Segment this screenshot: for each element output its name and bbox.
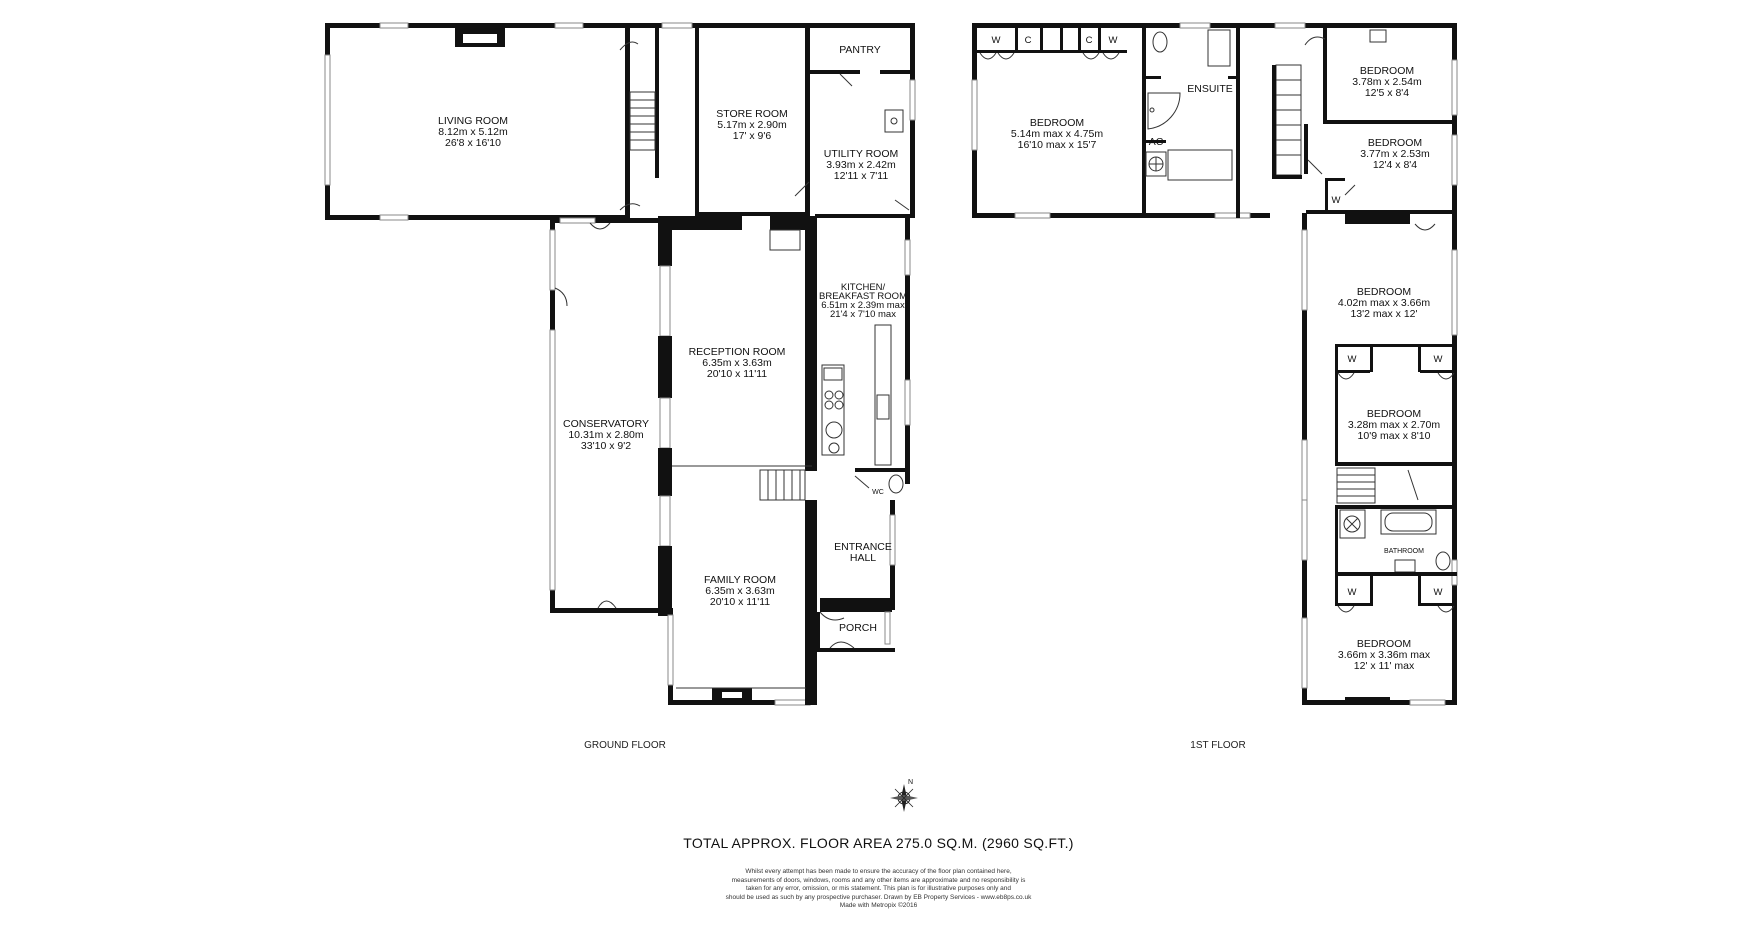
bedroom-6-name: BEDROOM (1357, 638, 1411, 650)
compass-north-label: N (908, 779, 913, 786)
utility-room-name: UTILITY ROOM (824, 148, 898, 160)
bedroom-1-imperial: 16'10 max x 15'7 (1018, 139, 1097, 151)
ground-floor-title: GROUND FLOOR (584, 740, 666, 751)
wardrobe-label: W (1434, 587, 1443, 598)
main-bedroom-walls (971, 22, 1270, 219)
bedroom-6-metric: 3.66m x 3.36m max (1338, 649, 1431, 661)
family-room-walls (667, 500, 817, 706)
disclaimer-line: should be used as such by any prospectiv… (725, 893, 1032, 901)
ac-label: AC (1149, 136, 1164, 148)
wardrobe-label: W (992, 35, 1001, 46)
living-room-walls (324, 22, 630, 221)
bedroom-3-imperial: 12'4 x 8'4 (1373, 159, 1417, 171)
living-room-imperial: 26'8 x 16'10 (445, 137, 501, 149)
store-room-imperial: 17' x 9'6 (733, 130, 772, 142)
cupboard-label: C (1025, 35, 1032, 46)
bathroom-label: BATHROOM (1384, 548, 1424, 555)
living-room-metric: 8.12m x 5.12m (438, 126, 508, 138)
entrance-hall-line2: HALL (850, 552, 876, 564)
family-room-name: FAMILY ROOM (704, 574, 776, 586)
ground-floor-plan: LIVING ROOM 8.12m x 5.12m 26'8 x 16'10 S… (324, 22, 916, 751)
bedroom-5-name: BEDROOM (1367, 408, 1421, 420)
wardrobe-label: W (1348, 587, 1357, 598)
conservatory-imperial: 33'10 x 9'2 (581, 440, 631, 452)
living-room-name: LIVING ROOM (438, 115, 508, 127)
bedroom-3-metric: 3.77m x 2.53m (1360, 148, 1430, 160)
long-wing-walls (1301, 213, 1458, 706)
landing-bedrooms-2-3-walls (1236, 22, 1458, 224)
bedroom-4-imperial: 13'2 max x 12' (1350, 308, 1417, 320)
disclaimer-line: Made with Metropix ©2016 (839, 902, 918, 909)
kitchen-metric: 6.51m x 2.39m max (821, 300, 905, 311)
reception-room-metric: 6.35m x 3.63m (702, 357, 772, 369)
disclaimer-line: taken for any error, omission, or mis st… (745, 885, 1012, 892)
bedroom-5-imperial: 10'9 max x 8'10 (1358, 430, 1431, 442)
kitchen-name-line1: KITCHEN/ (841, 282, 886, 293)
disclaimer-text: Whilst every attempt has been made to en… (0, 868, 1757, 911)
entrance-hall-line1: ENTRANCE (834, 541, 892, 553)
bedroom-5-metric: 3.28m max x 2.70m (1348, 419, 1440, 431)
wardrobe-label: W (1434, 354, 1443, 365)
pantry-name: PANTRY (839, 44, 881, 56)
reception-room-imperial: 20'10 x 11'11 (707, 368, 767, 380)
compass-icon: N (890, 779, 918, 812)
conservatory-walls (549, 217, 670, 613)
conservatory-metric: 10.31m x 2.80m (568, 429, 644, 441)
conservatory-name: CONSERVATORY (563, 418, 649, 430)
bedroom-4-metric: 4.02m max x 3.66m (1338, 297, 1430, 309)
bedroom-6-imperial: 12' x 11' max (1354, 660, 1415, 672)
ground-floor-labels: LIVING ROOM 8.12m x 5.12m 26'8 x 16'10 S… (438, 44, 907, 751)
central-spine-walls (658, 216, 672, 616)
wc-label: WC (872, 489, 884, 496)
store-room-name: STORE ROOM (716, 108, 788, 120)
store-room-metric: 5.17m x 2.90m (717, 119, 787, 131)
reception-room-name: RECEPTION ROOM (689, 346, 786, 358)
bedroom-3-name: BEDROOM (1368, 137, 1422, 149)
first-floor-labels: BEDROOM 5.14m max x 4.75m 16'10 max x 15… (992, 35, 1443, 751)
porch-name: PORCH (839, 622, 877, 634)
utility-room-imperial: 12'11 x 7'11 (834, 170, 889, 182)
hallway-stairs (619, 22, 810, 211)
entrance-porch-walls (815, 500, 896, 652)
kitchen-walls (815, 214, 915, 494)
first-floor-title: 1ST FLOOR (1190, 740, 1245, 751)
bedroom-2-name: BEDROOM (1360, 65, 1414, 77)
cupboard-label: C (1086, 35, 1093, 46)
kitchen-imperial: 21'4 x 7'10 max (830, 309, 896, 320)
disclaimer-line: measurements of doors, windows, rooms an… (731, 876, 1026, 884)
bedroom-2-metric: 3.78m x 2.54m (1352, 76, 1422, 88)
family-room-metric: 6.35m x 3.63m (705, 585, 775, 597)
bedroom-1-name: BEDROOM (1030, 117, 1084, 129)
reception-room-walls (672, 216, 817, 501)
total-floor-area: TOTAL APPROX. FLOOR AREA 275.0 SQ.M. (29… (683, 835, 1074, 851)
store-room-walls (695, 23, 810, 216)
kitchen-name-line2: BREAKFAST ROOM (819, 291, 907, 302)
ensuite-name: ENSUITE (1187, 83, 1233, 95)
disclaimer-line: Whilst every attempt has been made to en… (745, 868, 1012, 875)
bedroom-4-name: BEDROOM (1357, 286, 1411, 298)
wardrobe-label: W (1109, 35, 1118, 46)
first-floor-plan: BEDROOM 5.14m max x 4.75m 16'10 max x 15… (971, 22, 1458, 751)
bedroom-1-metric: 5.14m max x 4.75m (1011, 128, 1103, 140)
wardrobe-label: W (1348, 354, 1357, 365)
bedroom-2-imperial: 12'5 x 8'4 (1365, 87, 1409, 99)
pantry-utility-walls (794, 23, 916, 218)
family-room-imperial: 20'10 x 11'11 (710, 596, 770, 608)
wardrobe-label: W (1332, 195, 1341, 206)
utility-room-metric: 3.93m x 2.42m (826, 159, 896, 171)
